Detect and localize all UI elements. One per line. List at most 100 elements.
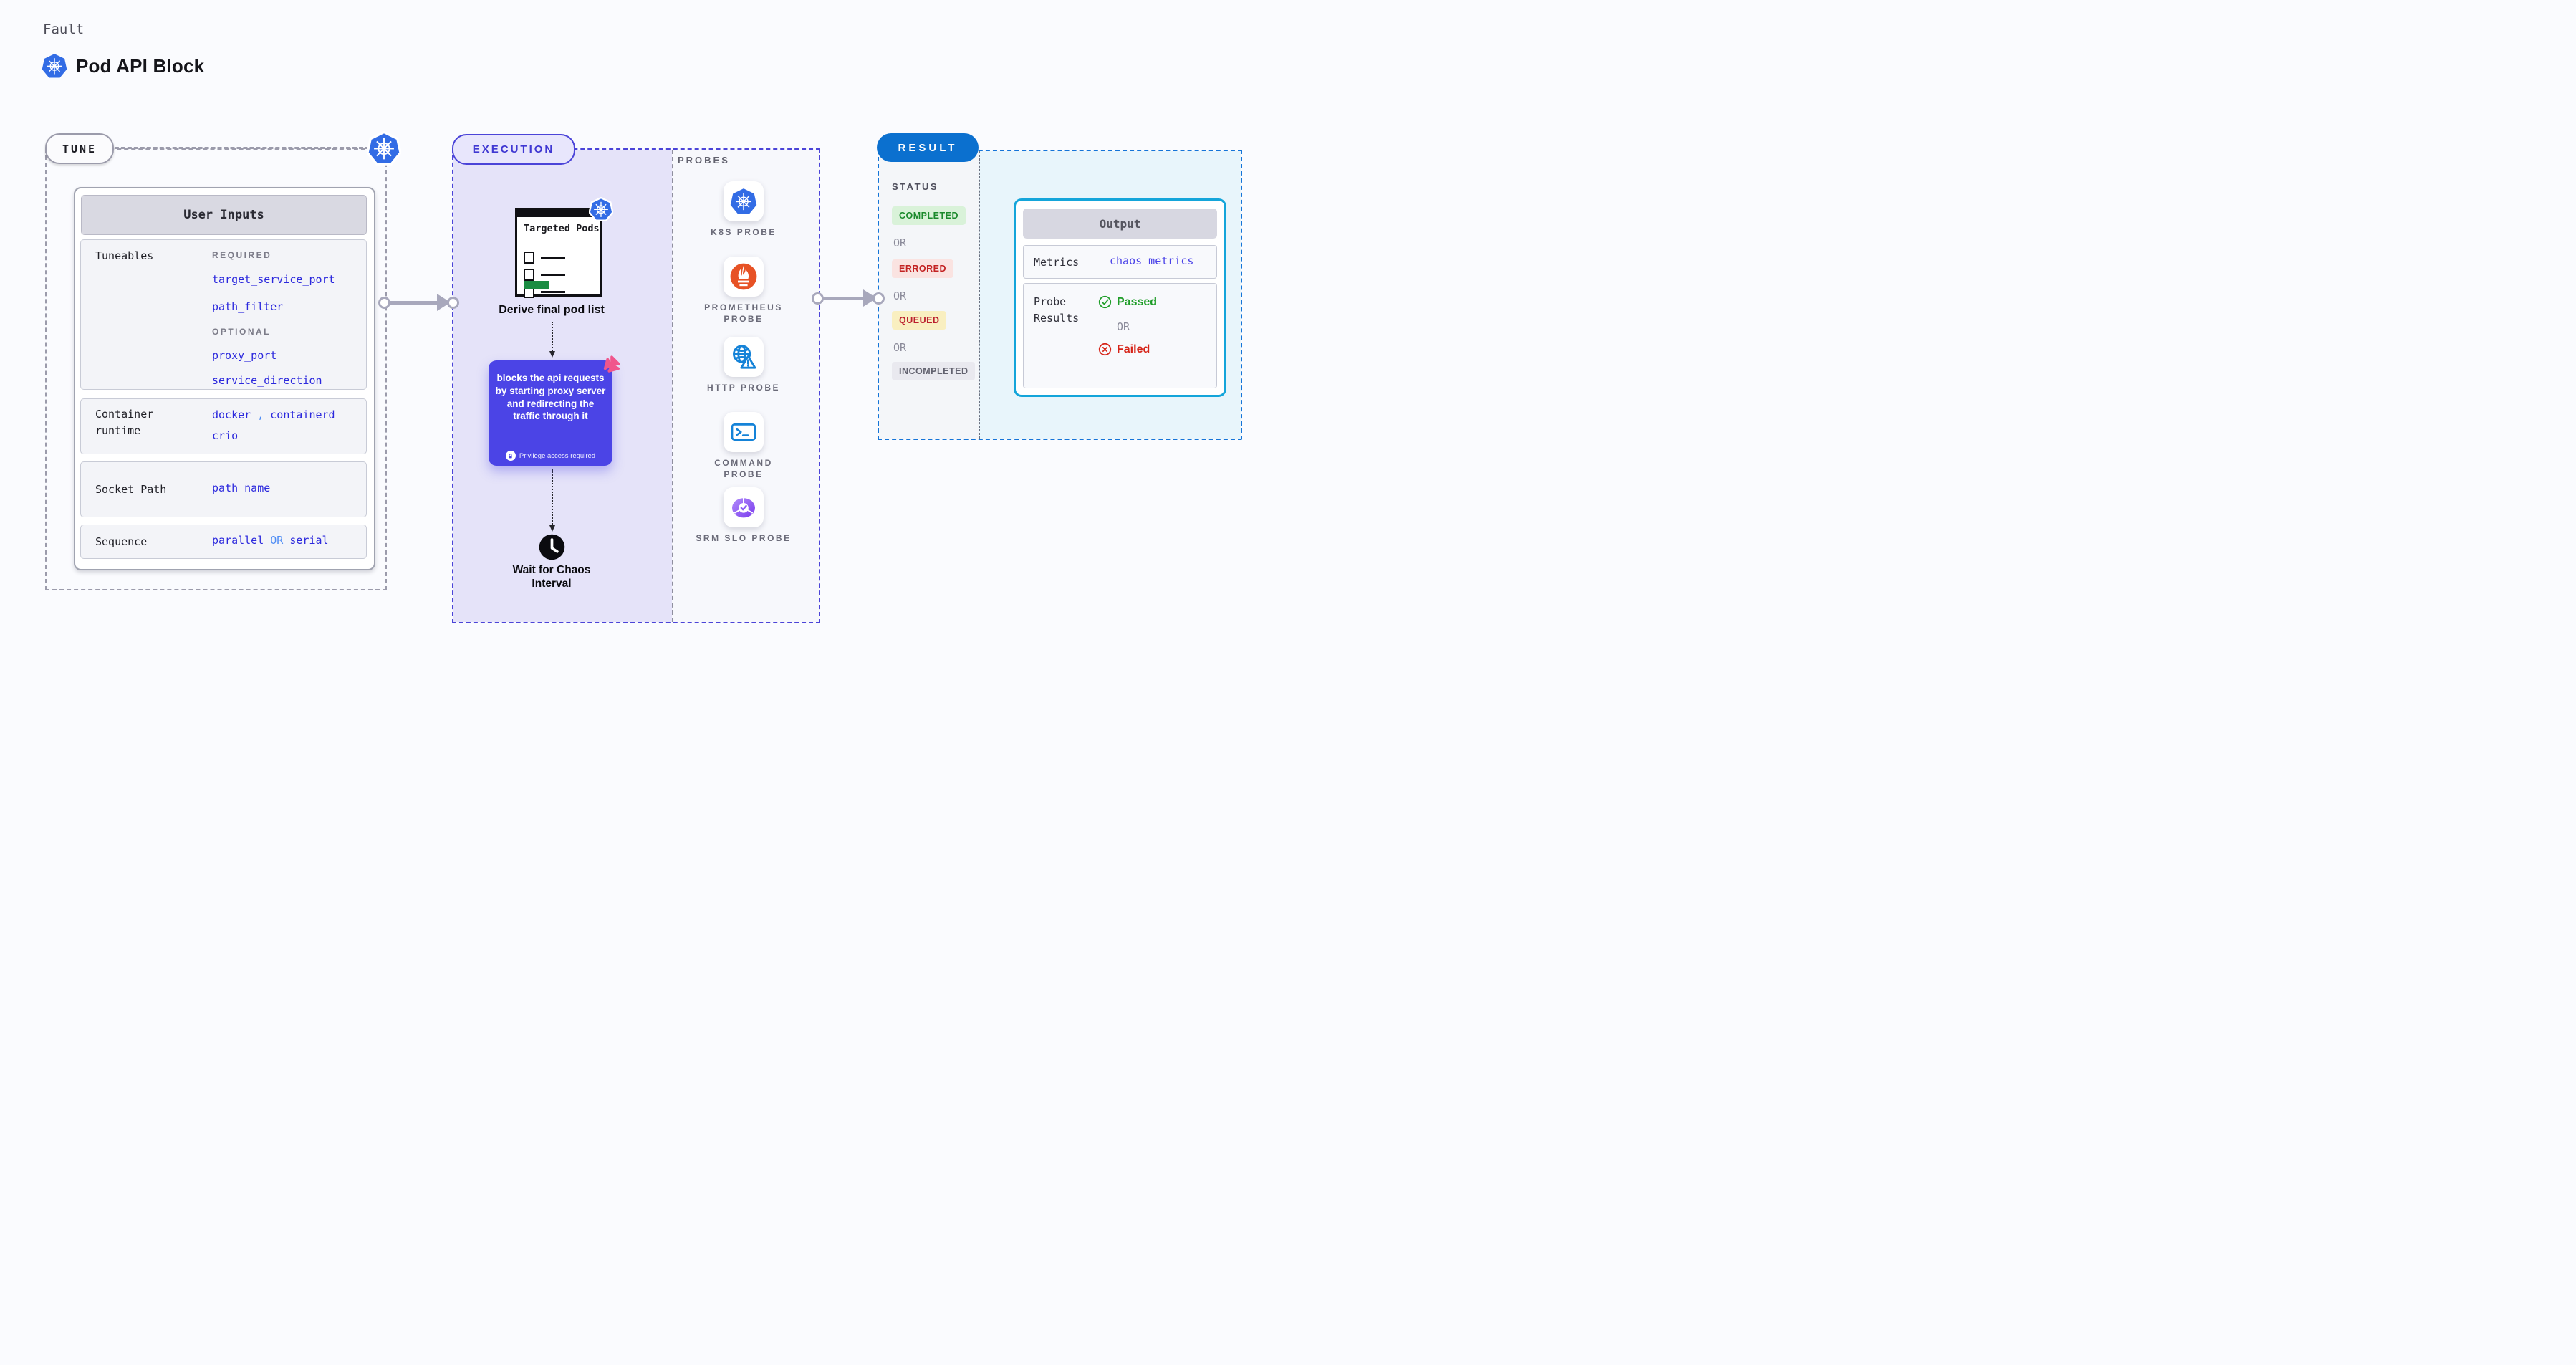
output-header: Output bbox=[1023, 209, 1217, 239]
prometheus-probe-icon bbox=[724, 257, 764, 297]
pod-line bbox=[541, 274, 565, 276]
k8s-probe-icon bbox=[724, 181, 764, 221]
clock-icon bbox=[539, 534, 565, 564]
command-probe-icon bbox=[724, 412, 764, 452]
metrics-row: Metrics chaos metrics bbox=[1023, 245, 1217, 279]
or-label: OR bbox=[893, 341, 907, 354]
runtime-comma: , bbox=[257, 408, 264, 421]
execution-pill: EXECUTION bbox=[452, 134, 575, 165]
status-badge-completed: COMPLETED bbox=[892, 206, 966, 225]
socket-path-panel: Socket Path path name bbox=[80, 461, 367, 517]
tuneable-path-filter: path_filter bbox=[212, 300, 284, 313]
container-runtime-panel: Container runtime docker , containerd cr… bbox=[80, 398, 367, 454]
arrow-node-dot bbox=[447, 297, 459, 309]
failed-result: Failed bbox=[1098, 343, 1150, 356]
probes-fill bbox=[672, 150, 819, 622]
socket-path-value: path name bbox=[212, 482, 271, 494]
http-probe-label: HTTP PROBE bbox=[706, 383, 781, 393]
derive-pod-list-label: Derive final pod list bbox=[499, 304, 605, 316]
kubernetes-icon bbox=[588, 196, 614, 221]
sequence-parallel: parallel bbox=[212, 534, 264, 547]
litmus-chaos-icon bbox=[601, 354, 623, 379]
pod-list bbox=[524, 252, 565, 298]
container-runtime-label: Container runtime bbox=[95, 408, 154, 438]
pod-list-item bbox=[524, 252, 565, 264]
tune-pill: TUNE bbox=[45, 133, 114, 164]
targeted-pods-title: Targeted Pods bbox=[524, 223, 600, 234]
sequence-values: parallel OR serial bbox=[212, 534, 329, 547]
checkbox-icon bbox=[524, 269, 534, 281]
privilege-row: Privilege access required bbox=[489, 451, 612, 461]
tune-to-execution-arrow bbox=[388, 294, 451, 311]
privilege-label: Privilege access required bbox=[519, 451, 596, 460]
title-row: Pod API Block bbox=[42, 53, 204, 79]
probes-label: PROBES bbox=[678, 155, 730, 166]
k8s-probe-label: K8S PROBE bbox=[711, 227, 777, 237]
sequence-panel: Sequence parallel OR serial bbox=[80, 525, 367, 559]
tuneable-service-direction: service_direction bbox=[212, 374, 322, 387]
fault-eyebrow: Fault bbox=[43, 21, 85, 37]
arrow-node-dot bbox=[378, 297, 390, 309]
or-label: OR bbox=[1117, 320, 1130, 333]
status-badge-incompleted: INCOMPLETED bbox=[892, 362, 976, 380]
arrow-node-dot bbox=[812, 292, 824, 305]
page-title: Pod API Block bbox=[76, 54, 205, 77]
optional-label: OPTIONAL bbox=[212, 327, 271, 337]
runtime-containerd: containerd bbox=[270, 408, 335, 421]
status-label: STATUS bbox=[892, 181, 939, 192]
status-fill bbox=[879, 151, 979, 439]
pod-list-item bbox=[524, 269, 565, 281]
metrics-value: chaos metrics bbox=[1110, 254, 1194, 267]
kubernetes-icon bbox=[42, 53, 67, 79]
sequence-or: OR bbox=[270, 534, 284, 547]
pod-line bbox=[541, 257, 565, 259]
dotted-arrow-down bbox=[549, 469, 555, 532]
metrics-label: Metrics bbox=[1034, 256, 1080, 269]
execution-to-result-arrow bbox=[821, 289, 877, 307]
socket-path-label: Socket Path bbox=[95, 483, 167, 496]
pods-card-topbar bbox=[516, 209, 601, 217]
checkbox-icon bbox=[524, 252, 534, 264]
probe-results-row: Probe Results Passed OR Failed bbox=[1023, 283, 1217, 388]
fault-description-box: blocks the api requests by starting prox… bbox=[489, 355, 620, 466]
container-runtime-values-line1: docker , containerd bbox=[212, 408, 335, 421]
passed-label: Passed bbox=[1117, 295, 1158, 308]
arrow-node-dot bbox=[873, 292, 885, 305]
runtime-docker: docker bbox=[212, 408, 251, 421]
tuneable-proxy-port: proxy_port bbox=[212, 349, 277, 362]
tuneables-label: Tuneables bbox=[95, 249, 154, 262]
kubernetes-icon bbox=[366, 130, 402, 166]
lock-icon bbox=[505, 451, 516, 461]
prometheus-probe-label: PROMETHEUS PROBE bbox=[704, 302, 783, 324]
output-card: Output Metrics chaos metrics Probe Resul… bbox=[1014, 198, 1226, 397]
x-circle-icon bbox=[1098, 343, 1112, 356]
progress-bar bbox=[524, 281, 549, 289]
failed-label: Failed bbox=[1117, 343, 1150, 355]
or-label: OR bbox=[893, 236, 907, 249]
dotted-arrow-down bbox=[549, 322, 555, 358]
tuneable-target-service-port: target_service_port bbox=[212, 273, 335, 286]
passed-result: Passed bbox=[1098, 295, 1157, 309]
required-label: REQUIRED bbox=[212, 250, 272, 260]
result-pill: RESULT bbox=[877, 133, 979, 162]
user-inputs-header: User Inputs bbox=[81, 195, 367, 235]
check-circle-icon bbox=[1098, 295, 1112, 309]
sequence-label: Sequence bbox=[95, 535, 148, 548]
wait-chaos-interval-label: Wait for Chaos Interval bbox=[512, 564, 591, 590]
sequence-serial: serial bbox=[289, 534, 329, 547]
probe-results-label: Probe Results bbox=[1034, 295, 1080, 325]
fault-diagram: Fault Pod API Block TUNE User Inputs Tun… bbox=[0, 0, 1288, 683]
command-probe-label: COMMAND PROBE bbox=[714, 458, 773, 479]
tune-section-box bbox=[45, 148, 387, 590]
status-badge-errored: ERRORED bbox=[892, 259, 954, 278]
targeted-pods-card: Targeted Pods bbox=[515, 196, 614, 298]
tuneables-panel: Tuneables REQUIRED target_service_port p… bbox=[80, 239, 367, 390]
status-badge-queued: QUEUED bbox=[892, 311, 947, 330]
runtime-crio: crio bbox=[212, 429, 239, 442]
pod-line bbox=[541, 291, 565, 293]
srm-slo-probe-icon bbox=[724, 487, 764, 527]
tune-connector-dashed-line bbox=[89, 147, 370, 149]
http-probe-icon bbox=[724, 337, 764, 377]
or-label: OR bbox=[893, 289, 907, 302]
fault-description-text: blocks the api requests by starting prox… bbox=[495, 373, 606, 422]
